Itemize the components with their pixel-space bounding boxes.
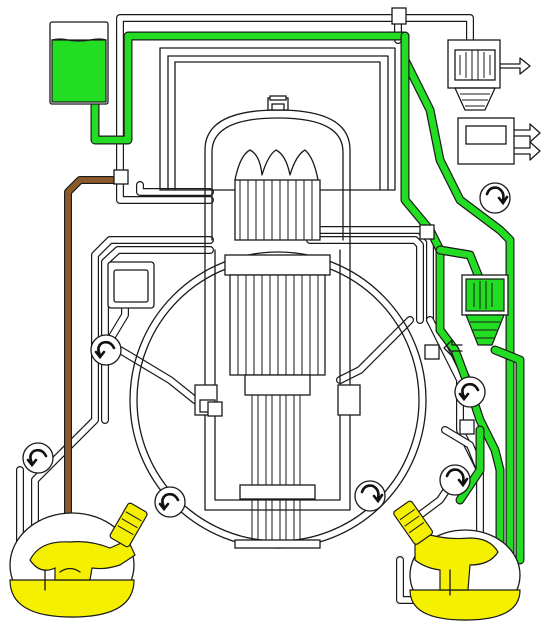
steam-generator-left xyxy=(9,502,148,618)
left-coupler xyxy=(109,502,148,548)
right-coupler xyxy=(393,500,434,545)
steam-generator-right xyxy=(393,500,521,621)
generator xyxy=(457,117,541,165)
pump-icon xyxy=(439,464,471,496)
fuel-rods xyxy=(229,274,326,376)
control-rods xyxy=(234,374,321,549)
water-tank xyxy=(49,21,109,105)
lower-turbine xyxy=(443,274,509,357)
pumps xyxy=(22,182,511,518)
valves xyxy=(113,7,475,435)
pump-icon xyxy=(454,376,486,408)
pump-icon xyxy=(90,334,122,366)
pump-icon xyxy=(354,480,386,512)
reactor-core xyxy=(234,149,321,241)
brown-pipe xyxy=(64,176,122,534)
auxiliary-tank xyxy=(107,261,155,309)
pump-icon xyxy=(154,486,186,518)
reactor-vessel xyxy=(194,149,361,549)
green-coolant-loop xyxy=(90,31,525,565)
pump-icon xyxy=(479,182,511,214)
pump-icon xyxy=(22,442,54,474)
upper-turbine xyxy=(447,39,531,111)
